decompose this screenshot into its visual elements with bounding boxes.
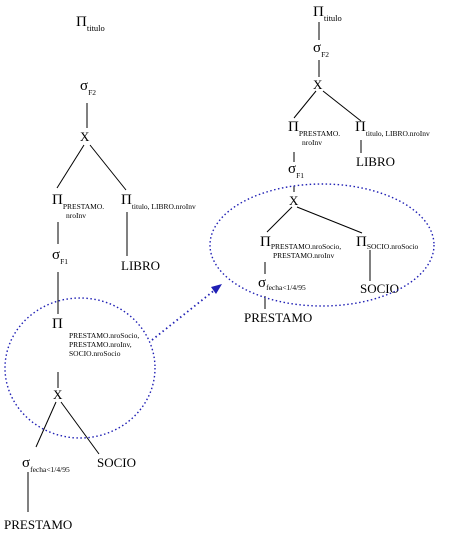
right-tree: Πtitulo σF2 X ΠPRESTAMO. nroInv Πtitulo,… xyxy=(209,4,435,325)
left-libro-relation: LIBRO xyxy=(121,258,160,273)
sigma-symbol: σ xyxy=(288,161,296,177)
right-join-inner: X xyxy=(289,193,299,208)
right-select-f2: σF2 xyxy=(313,40,329,59)
edge-join-to-proj-libro xyxy=(322,90,362,122)
right-root-projection: Πtitulo xyxy=(313,4,342,23)
edge-join-to-proj-socio-inner xyxy=(296,206,363,234)
edge-join-to-proj-prestamo xyxy=(293,90,317,119)
transformation-arrow xyxy=(151,284,222,341)
sigma-symbol: σ xyxy=(80,78,88,94)
left-join-top: X xyxy=(80,129,90,144)
sigma-symbol: σ xyxy=(22,455,30,471)
arrow-line xyxy=(151,288,217,341)
left-proj-inner-line2: PRESTAMO.nroInv, xyxy=(69,340,132,349)
sigma-symbol: σ xyxy=(313,40,321,56)
left-prestamo-relation: PRESTAMO xyxy=(4,517,72,532)
right-select-fecha: σfecha<1/4/95 xyxy=(258,275,306,292)
left-proj-libro: Πtitulo, LIBRO.nroInv xyxy=(121,192,196,211)
left-proj-inner-line1: PRESTAMO.nroSocio, xyxy=(69,331,139,340)
left-proj-inner-line3: SOCIO.nroSocio xyxy=(69,349,121,358)
pi-symbol: Π xyxy=(356,234,367,250)
right-select-f1: σF1 xyxy=(288,161,304,180)
pi-symbol: Π xyxy=(52,192,63,208)
left-root-projection: Πtitulo xyxy=(76,14,105,33)
left-select-f2: σF2 xyxy=(80,78,96,97)
right-proj-prestamo-inner: ΠPRESTAMO.nroSocio, xyxy=(260,234,341,251)
pi-symbol: Π xyxy=(288,119,299,135)
right-socio-relation: SOCIO xyxy=(360,281,399,296)
edge-join-to-proj-prestamo xyxy=(56,144,85,189)
right-proj-prestamo: ΠPRESTAMO. xyxy=(288,119,340,138)
edge-join-to-proj-libro xyxy=(89,144,127,191)
edge-join-to-proj-prestamo-inner xyxy=(266,206,293,233)
pi-symbol: Π xyxy=(260,234,271,250)
arrow-head-icon xyxy=(211,284,222,294)
sigma-symbol: σ xyxy=(52,247,60,263)
edge-join-to-socio xyxy=(60,401,100,455)
edge-join-to-select-fecha xyxy=(35,401,57,448)
left-tree: Πtitulo σF2 X ΠPRESTAMO. nroInv Πtitulo,… xyxy=(4,14,196,532)
pi-symbol: Π xyxy=(76,14,87,30)
left-proj-prestamo: ΠPRESTAMO. xyxy=(52,192,104,211)
left-socio-relation: SOCIO xyxy=(97,455,136,470)
left-proj-prestamo-line2: nroInv xyxy=(66,211,86,220)
pi-symbol: Π xyxy=(355,119,366,135)
left-select-fecha: σfecha<1/4/95 xyxy=(22,455,70,474)
pi-symbol: Π xyxy=(52,316,63,332)
right-proj-socio-inner: ΠSOCIO.nroSocio xyxy=(356,234,419,251)
left-proj-inner: Π xyxy=(52,316,63,332)
left-select-f1: σF1 xyxy=(52,247,68,266)
right-libro-relation: LIBRO xyxy=(356,154,395,169)
right-proj-prestamo-inner-line2: PRESTAMO.nroInv xyxy=(273,251,335,260)
left-join-inner: X xyxy=(53,387,63,402)
right-prestamo-relation: PRESTAMO xyxy=(244,310,312,325)
sigma-symbol: σ xyxy=(258,275,266,291)
left-highlight-ellipse xyxy=(4,297,156,439)
right-highlight-ellipse xyxy=(209,183,435,307)
pi-symbol: Π xyxy=(313,4,324,20)
right-proj-libro: Πtitulo, LIBRO.nroInv xyxy=(355,119,430,138)
right-join-top: X xyxy=(313,77,323,92)
right-proj-prestamo-line2: nroInv xyxy=(302,138,322,147)
pi-symbol: Π xyxy=(121,192,132,208)
